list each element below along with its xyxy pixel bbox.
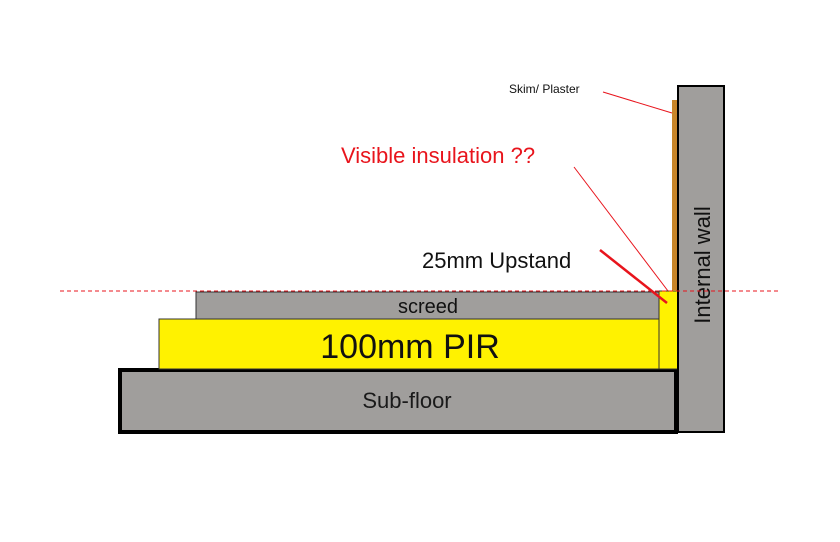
plaster-strip [672, 100, 678, 291]
upstand-insulation [658, 290, 680, 370]
pir-insulation-layer [158, 318, 660, 370]
upstand-label: 25mm Upstand [422, 248, 571, 273]
visible-insulation-leader [573, 166, 669, 292]
internal-wall [677, 85, 725, 433]
visible-insulation-label: Visible insulation ?? [341, 143, 535, 168]
sub-floor-slab [118, 368, 678, 434]
internal-wall-label: Internal wall [690, 206, 715, 323]
pir-label: 100mm PIR [320, 328, 500, 366]
upstand-leader [599, 249, 668, 304]
screed-layer [195, 291, 660, 320]
screed-label: screed [398, 296, 458, 318]
skim-plaster-label: Skim/ Plaster [509, 82, 580, 96]
skim-plaster-leader [602, 91, 673, 114]
sub-floor-label: Sub-floor [362, 388, 451, 413]
